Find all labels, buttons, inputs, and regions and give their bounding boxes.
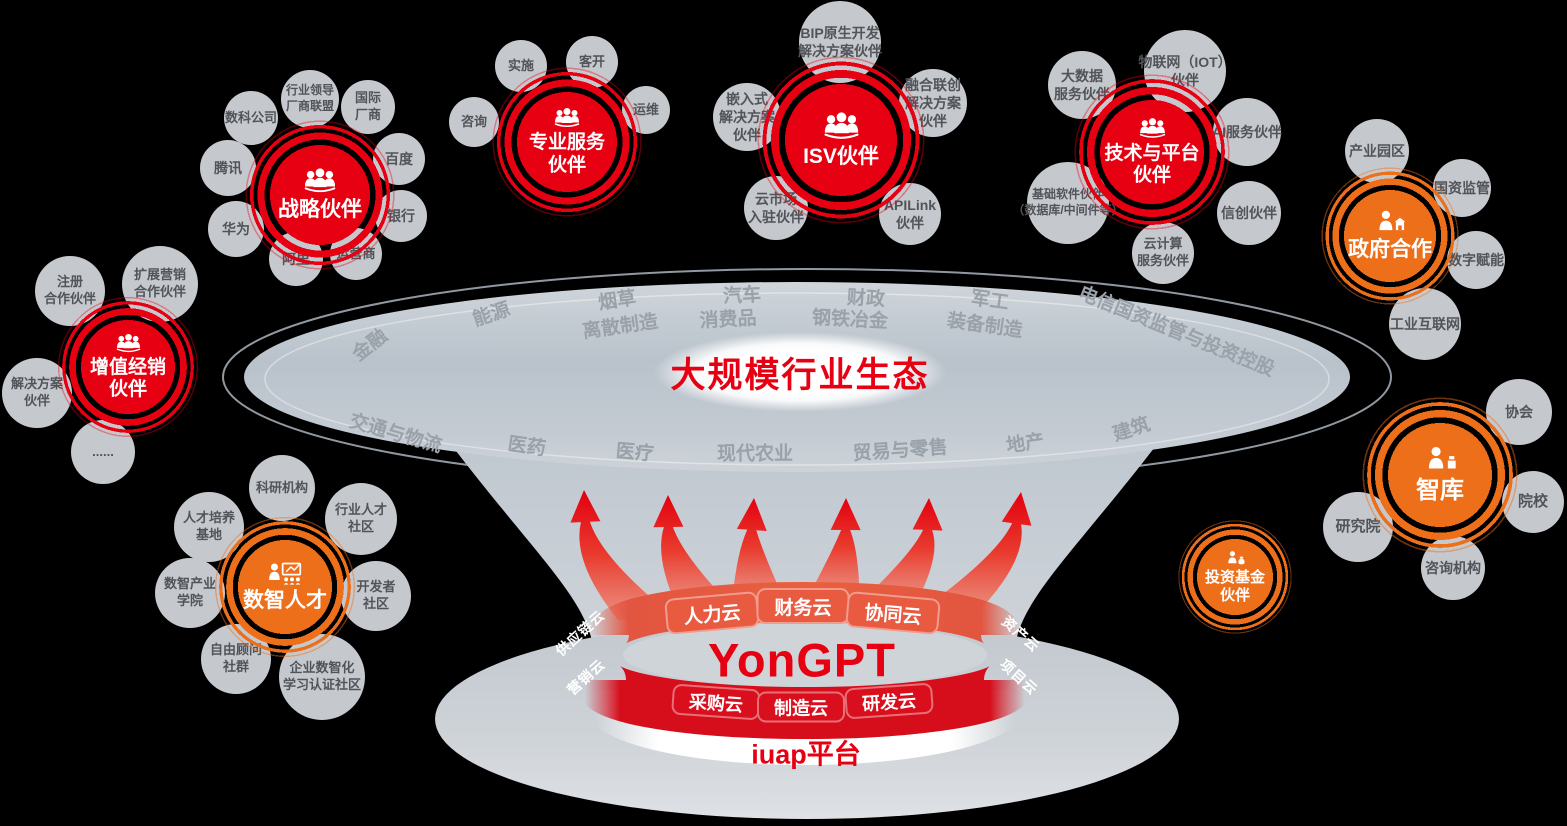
- ecosystem-title-ellipse: 大规模行业生态: [654, 332, 946, 412]
- industry-label: 消费品: [699, 308, 758, 332]
- industry-label: 钢铁冶金: [811, 307, 889, 333]
- industry-label: 现代农业: [716, 443, 794, 465]
- professional-service-partners-satellite: 咨询: [449, 97, 499, 147]
- professional-service-partners-hub: 专业服务 伙伴: [491, 66, 643, 218]
- cloud-tile-bottom: 研发云: [844, 682, 934, 720]
- hub-label: ISV伙伴: [803, 144, 879, 168]
- cloud-tile-bottom: 制造云: [757, 691, 845, 723]
- ring-floor: [623, 623, 987, 687]
- cloud-tile-bottom: 采购云: [671, 683, 761, 721]
- ecosystem-title: 大规模行业生态: [670, 355, 930, 395]
- up-arrow: [570, 490, 678, 620]
- think-tank-hub: 智库: [1360, 395, 1520, 555]
- hub-label: 政府合作: [1348, 238, 1432, 262]
- industry-label: 地产: [1004, 430, 1046, 458]
- hub-label: 战略伙伴: [278, 198, 362, 222]
- up-arrows: [570, 490, 1032, 620]
- strategic-partners-hub: 战略伙伴: [244, 119, 396, 271]
- strategic-partners-satellite: 行业领导 厂商联盟: [281, 70, 339, 128]
- hub-label: 智库: [1416, 476, 1464, 504]
- people-icon: [113, 333, 144, 355]
- digital-talent-hub: 数智人才: [213, 515, 357, 659]
- tech-platform-partners-hub: 技术与平台 伙伴: [1072, 72, 1232, 232]
- government-cooperation-hub: 政府合作: [1320, 166, 1460, 306]
- talent-icon: [266, 560, 304, 587]
- hub-label: 增值经销 伙伴: [89, 356, 166, 400]
- gov-icon: [1371, 209, 1409, 236]
- hub-label: 技术与平台 伙伴: [1104, 142, 1200, 186]
- up-arrow: [732, 498, 784, 598]
- people-icon: [819, 111, 864, 143]
- platform-name: YonGPT: [708, 633, 896, 687]
- think-icon: [1419, 445, 1461, 475]
- up-arrow: [653, 495, 732, 606]
- hub-label: 投资基金 伙伴: [1204, 568, 1265, 604]
- industry-label: 医药: [506, 433, 548, 461]
- people-icon: [300, 167, 340, 196]
- up-arrow: [862, 498, 943, 600]
- isv-partners-hub: ISV伙伴: [755, 54, 927, 226]
- up-arrow: [808, 498, 861, 596]
- digital-talent-satellite: 科研机构: [249, 455, 315, 521]
- up-arrow: [916, 492, 1032, 614]
- investment-fund-partners-hub: 投资基金 伙伴: [1177, 519, 1293, 635]
- people-icon: [1136, 117, 1169, 141]
- people-icon: [551, 107, 583, 130]
- cloud-tile-top: 财务云: [756, 588, 850, 624]
- industry-label: 医疗: [614, 440, 655, 466]
- tech-platform-partners-satellite: 云计算 服务伙伴: [1132, 222, 1194, 284]
- platform-base-label: iuap平台: [751, 739, 861, 770]
- hub-label: 数智人才: [243, 589, 327, 613]
- hub-label: 专业服务 伙伴: [528, 132, 605, 176]
- bowl-inner-rim: [264, 292, 1330, 466]
- value-added-reseller-partners-hub: 增值经销 伙伴: [56, 295, 200, 439]
- fund-icon: [1223, 550, 1247, 567]
